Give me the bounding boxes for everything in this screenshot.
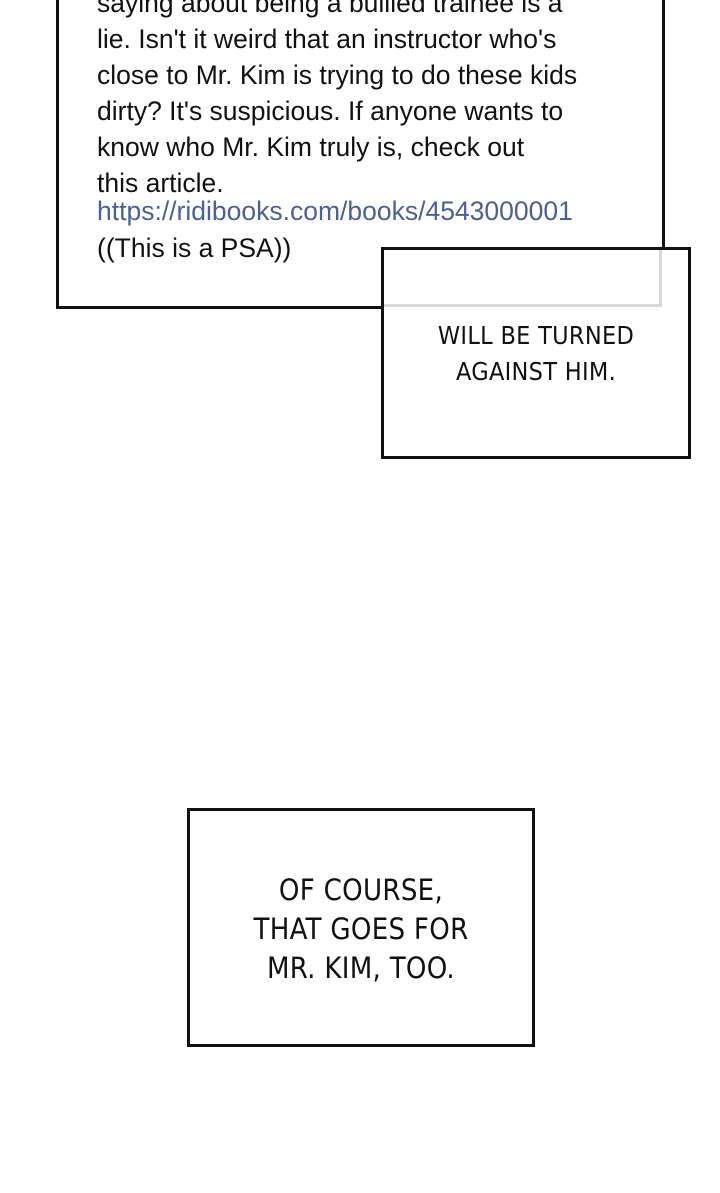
narration-text: WILL BE TURNED AGAINST HIM. bbox=[437, 321, 635, 386]
psa-note: ((This is a PSA)) bbox=[97, 233, 292, 263]
narration-text: OF COURSE, THAT GOES FOR MR. KIM, TOO. bbox=[253, 873, 469, 985]
article-link[interactable]: https://ridibooks.com/books/4543000001 bbox=[97, 196, 573, 226]
narration-box-of-course: OF COURSE, THAT GOES FOR MR. KIM, TOO. bbox=[187, 808, 535, 1047]
narration-box-turned-against: WILL BE TURNED AGAINST HIM. bbox=[381, 247, 691, 459]
comment-post-text: saying about being a bullied trainee is … bbox=[97, 0, 578, 198]
comment-post-panel: saying about being a bullied trainee is … bbox=[56, 0, 665, 309]
